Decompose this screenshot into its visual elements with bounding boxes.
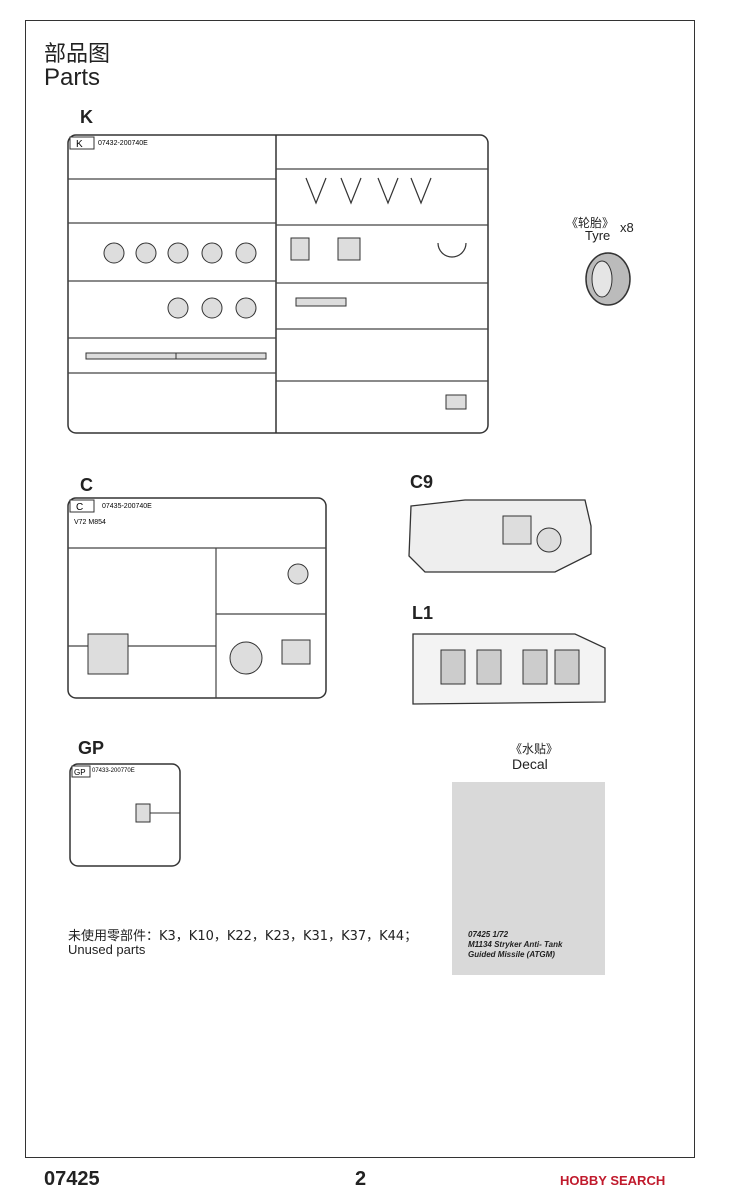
- sprue-gp-code: 07433-200770E: [92, 768, 135, 774]
- unused-parts-en: Unused parts: [68, 942, 146, 957]
- tyre-label-cn: 《轮胎》: [566, 216, 615, 230]
- sprue-k-tag: K: [76, 139, 83, 150]
- decal-label-cn: 《水贴》: [510, 742, 559, 756]
- decal-caption-1: 07425 1/72: [468, 930, 509, 939]
- sprue-c-code: 07435-200740E: [102, 503, 152, 510]
- decal-label-en: Decal: [512, 756, 548, 772]
- sprue-k-code: 07432-200740E: [98, 140, 148, 147]
- tyre-quantity: x8: [620, 220, 634, 235]
- page-frame: [25, 20, 695, 1158]
- part-c9-label: C9: [410, 472, 434, 492]
- watermark-logo: HOBBY SEARCH: [560, 1173, 666, 1188]
- sprue-c-tag: C: [76, 502, 83, 513]
- part-l1-diagram: [412, 633, 606, 705]
- tyre-drawing: [585, 252, 631, 306]
- sprue-k-label: K: [80, 107, 93, 127]
- sprue-c-code2: V72 M854: [74, 519, 106, 526]
- part-l1-label: L1: [412, 603, 434, 623]
- parts-title-en: Parts: [44, 64, 101, 91]
- footer-product-code: 07425: [44, 1168, 100, 1190]
- tyre-label-en: Tyre: [585, 228, 611, 243]
- part-c9-diagram: [408, 499, 592, 573]
- parts-title-cn: 部品图: [44, 42, 111, 67]
- sprue-gp-diagram: GP 07433-200770E: [69, 763, 181, 867]
- sprue-gp-tag: GP: [74, 768, 86, 777]
- unused-parts-cn: 未使用零部件：K3，K10，K22，K23，K31，K37，K44；: [68, 929, 418, 944]
- sprue-c-diagram: C 07435-200740E V72 M854: [67, 497, 327, 699]
- decal-sheet: 07425 1/72 M1134 Stryker Anti- Tank Guid…: [452, 782, 605, 975]
- sprue-gp-label: GP: [78, 738, 105, 758]
- sprue-c-label: C: [80, 475, 93, 495]
- footer-page-number: 2: [355, 1168, 367, 1190]
- decal-caption-2: M1134 Stryker Anti- Tank: [468, 940, 563, 949]
- sprue-k-diagram: K 07432-200740E: [67, 134, 489, 434]
- decal-caption-3: Guided Missile (ATGM): [468, 950, 555, 959]
